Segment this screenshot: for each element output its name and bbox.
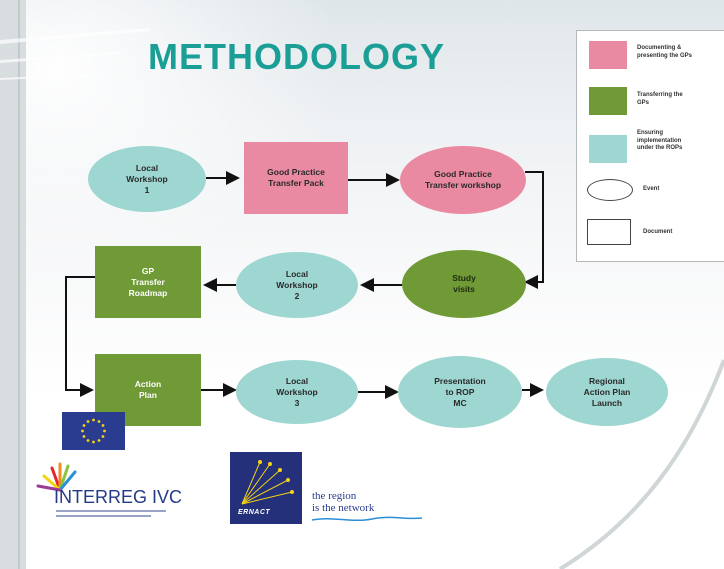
- node-presentation-rop-mc: Presentation to ROP MC: [398, 356, 522, 428]
- ernact-rays-icon: [241, 460, 294, 505]
- node-local-workshop-1: Local Workshop 1: [88, 146, 206, 212]
- interreg-rays-icon: [36, 462, 77, 492]
- page-curl: [560, 360, 724, 569]
- legend-swatch-green: [589, 87, 627, 115]
- legend-swatch-event: [587, 179, 633, 201]
- interreg-wordmark: INTERREG IVC: [54, 487, 183, 507]
- legend-label-event: Event: [643, 186, 660, 192]
- legend-swatch-document: [587, 219, 631, 245]
- ernact-tagline: the region is the network: [311, 490, 423, 527]
- legend-swatch-teal: [589, 135, 627, 163]
- node-study-visits: Study visits: [402, 250, 526, 318]
- node-local-workshop-2: Local Workshop 2: [236, 252, 358, 318]
- arrow-roadmap-to-action: [65, 276, 95, 397]
- node-label: Good Practice Transfer Pack: [267, 167, 325, 188]
- node-label: Presentation to ROP MC: [434, 375, 486, 408]
- tagline-wave-icon: [311, 516, 423, 522]
- node-label: Action Plan: [134, 379, 162, 400]
- ernact-logo: ERNACT: [230, 452, 302, 524]
- arrow-workshop-to-study: [524, 171, 544, 289]
- left-decor-rule: [18, 0, 20, 569]
- node-regional-action-plan: Regional Action Plan Launch: [546, 358, 668, 426]
- node-local-workshop-3: Local Workshop 3: [236, 360, 358, 424]
- tagline-line-2: is the network: [312, 502, 375, 514]
- node-gp-transfer-roadmap: GP Transfer Roadmap: [95, 246, 201, 318]
- node-label: Local Workshop 3: [276, 375, 318, 408]
- top-left-light-rays: [0, 28, 150, 80]
- legend-swatch-pink: [589, 41, 627, 69]
- ernact-wordmark: ERNACT: [238, 509, 271, 516]
- page-curl-shadow: [558, 359, 724, 569]
- node-gp-transfer-workshop: Good Practice Transfer workshop: [400, 146, 526, 214]
- interreg-subline: [56, 515, 151, 517]
- interreg-logo: INTERREG IVC: [30, 460, 210, 540]
- node-label: GP Transfer Roadmap: [128, 265, 168, 298]
- tagline-line-1: the region: [312, 490, 357, 502]
- legend: Documenting & presenting the GPs Transfe…: [576, 30, 724, 262]
- legend-label-documenting: Documenting & presenting the GPs: [637, 45, 693, 59]
- node-label: Local Workshop 1: [126, 162, 168, 195]
- node-label: Good Practice Transfer workshop: [424, 169, 502, 190]
- interreg-subline: [56, 510, 166, 512]
- node-label: Local Workshop 2: [276, 268, 318, 301]
- legend-label-transferring: Transferring the GPs: [637, 92, 683, 106]
- eu-flag-logo: [62, 412, 125, 450]
- legend-label-document: Document: [643, 229, 673, 235]
- legend-label-ensuring: Ensuring implementation under the ROPs: [637, 130, 683, 151]
- node-label: Regional Action Plan Launch: [583, 375, 631, 408]
- node-gp-transfer-pack: Good Practice Transfer Pack: [244, 142, 348, 214]
- slide-title: METHODOLOGY: [148, 36, 445, 77]
- left-decor-strip: [0, 0, 26, 569]
- node-label: Study visits: [452, 273, 476, 294]
- eu-stars-icon: [81, 418, 106, 444]
